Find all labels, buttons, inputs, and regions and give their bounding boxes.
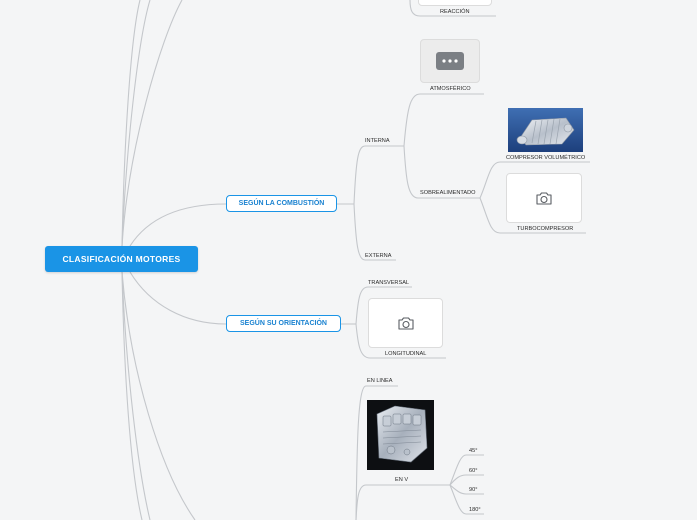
connector bbox=[403, 145, 480, 199]
connector bbox=[355, 385, 398, 520]
connector bbox=[449, 484, 484, 495]
connector bbox=[403, 93, 484, 147]
topic-combustion[interactable]: SEGÚN LA COMBUSTIÓN bbox=[226, 195, 337, 212]
connector bbox=[449, 474, 484, 486]
longitudinal-image[interactable] bbox=[368, 298, 443, 348]
camera-icon bbox=[397, 316, 414, 330]
connector bbox=[355, 286, 412, 325]
connector bbox=[353, 145, 404, 205]
connector bbox=[409, 0, 496, 17]
connector bbox=[129, 203, 227, 247]
connector bbox=[479, 197, 586, 234]
connector bbox=[355, 484, 450, 520]
camera-icon bbox=[536, 191, 552, 205]
connector bbox=[129, 271, 227, 325]
label-env[interactable]: EN V bbox=[395, 477, 409, 483]
connector bbox=[121, 271, 151, 520]
connector bbox=[355, 323, 446, 359]
connector bbox=[121, 271, 196, 520]
compressor-photo[interactable] bbox=[508, 108, 583, 152]
topic-orientacion[interactable]: SEGÚN SU ORIENTACIÓN bbox=[226, 315, 341, 332]
v-engine-photo[interactable] bbox=[367, 400, 434, 470]
connector bbox=[449, 484, 484, 515]
label-180[interactable]: 180° bbox=[469, 507, 481, 513]
connector bbox=[353, 203, 396, 261]
label-interna[interactable]: INTERNA bbox=[365, 138, 390, 144]
label-sobrealimentado[interactable]: SOBREALIMENTADO bbox=[420, 190, 476, 196]
label-45[interactable]: 45° bbox=[469, 448, 478, 454]
connector bbox=[121, 0, 151, 247]
connector bbox=[121, 271, 143, 520]
label-90[interactable]: 90° bbox=[469, 487, 478, 493]
connector bbox=[449, 454, 484, 486]
connector bbox=[121, 0, 141, 247]
label-enlinea[interactable]: EN LINEA bbox=[367, 378, 393, 384]
label-atmosferico[interactable]: ATMOSFÉRICO bbox=[430, 86, 471, 92]
image-placeholder[interactable] bbox=[418, 0, 492, 6]
more-icon bbox=[436, 52, 464, 70]
label-externa[interactable]: EXTERNA bbox=[365, 253, 392, 259]
atmosferico-image[interactable] bbox=[420, 39, 480, 83]
label-transversal[interactable]: TRANSVERSAL bbox=[368, 280, 410, 286]
connector bbox=[479, 161, 590, 199]
label-longitudinal[interactable]: LONGITUDINAL bbox=[385, 351, 427, 357]
connector bbox=[121, 0, 183, 247]
root-topic[interactable]: CLASIFICACIÓN MOTORES bbox=[45, 246, 198, 272]
label-turbo[interactable]: TURBOCOMPRESOR bbox=[517, 226, 574, 232]
turbo-image[interactable] bbox=[506, 173, 582, 223]
label-60[interactable]: 60° bbox=[469, 468, 478, 474]
label-reaccion[interactable]: REACCIÓN bbox=[440, 9, 470, 15]
label-compresor[interactable]: COMPRESOR VOLUMÉTRICO bbox=[506, 155, 586, 161]
